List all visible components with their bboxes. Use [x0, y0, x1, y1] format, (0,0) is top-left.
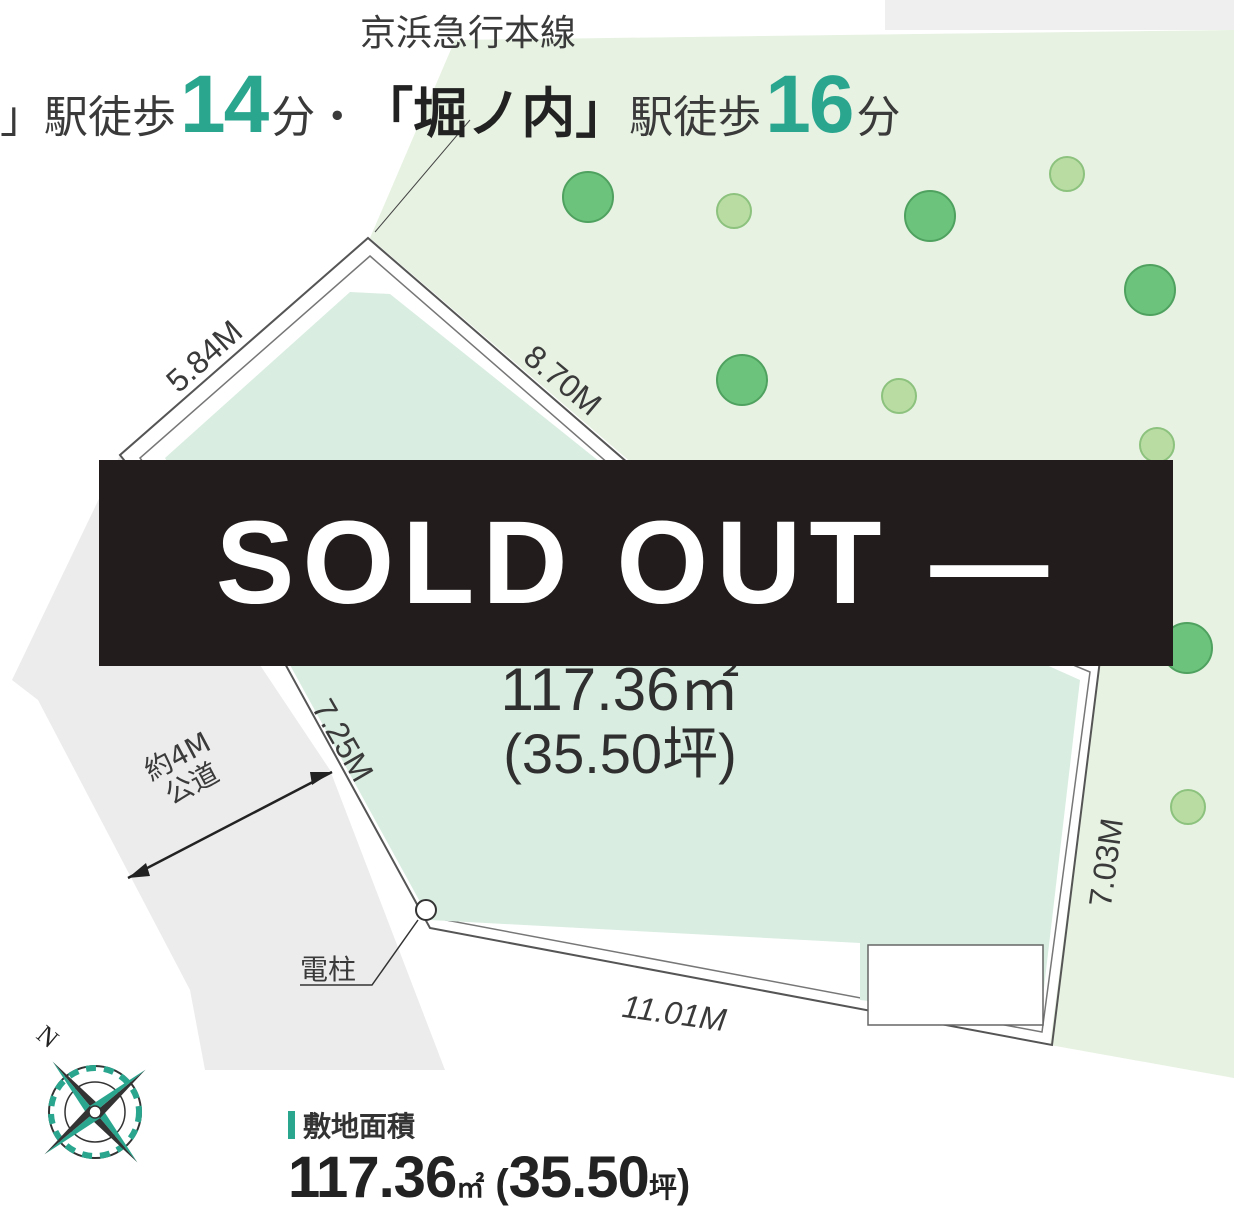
- header-divider: [374, 119, 471, 233]
- neighbor-green-area: [370, 30, 1234, 1078]
- site-area-title: 敷地面積: [288, 1105, 415, 1145]
- tree-icon: [716, 354, 768, 406]
- road-width-arrow: [127, 770, 333, 880]
- lot-area-tsubo: (35.50坪): [503, 722, 737, 785]
- tree-icon: [1124, 264, 1176, 316]
- access-1-prefix: 」駅徒歩: [0, 92, 176, 143]
- site-area-value: 117.36 ㎡ ( 35.50 坪 ): [288, 1144, 690, 1211]
- sold-out-text: SOLD OUT —: [215, 497, 1057, 629]
- road-arrow-head-right: [310, 772, 332, 785]
- station-access: 」駅徒歩 14 分 ・ 「堀ノ内」 駅徒歩 16 分: [0, 58, 901, 150]
- road-arrow-head-left: [128, 863, 150, 878]
- utility-pole-leader: [300, 919, 419, 986]
- site-area-sqm-unit: ㎡: [456, 1172, 485, 1203]
- accent-bar: [288, 1111, 295, 1139]
- site-area-open-paren: (: [484, 1162, 509, 1206]
- tree-icon: [562, 171, 614, 223]
- utility-pole-icon: [415, 899, 437, 921]
- railway-line-name: 京浜急行本線: [360, 13, 577, 54]
- lot-area-sqm: 117.36㎡: [500, 656, 740, 723]
- lot-step-area: [867, 944, 1044, 1026]
- site-area-sqm: 117.36: [288, 1145, 457, 1210]
- sold-out-banner: SOLD OUT —: [99, 460, 1173, 666]
- access-separator: ・: [315, 92, 360, 143]
- station-name: 「堀ノ内」: [359, 82, 630, 145]
- access-2-unit: 分: [856, 92, 901, 143]
- neighbor-top-strip: [885, 0, 1234, 30]
- access-1-minutes: 14: [180, 59, 269, 150]
- compass-rose: [44, 1061, 146, 1163]
- tree-icon: [1170, 789, 1206, 825]
- site-area-close-paren: ): [676, 1162, 691, 1206]
- tree-icon: [716, 193, 752, 229]
- tree-icon: [1139, 427, 1175, 463]
- tree-icon: [904, 190, 956, 242]
- site-area-tsubo: 35.50: [508, 1145, 650, 1210]
- site-area-tsubo-unit: 坪: [648, 1172, 677, 1203]
- access-2-suffix: 駅徒歩: [629, 92, 762, 143]
- utility-pole-label: 電柱: [300, 953, 357, 986]
- site-area-title-text: 敷地面積: [303, 1110, 416, 1143]
- access-1-unit: 分: [271, 92, 316, 143]
- tree-icon: [1049, 156, 1085, 192]
- trees: [562, 156, 1213, 825]
- tree-icon: [881, 378, 917, 414]
- access-2-minutes: 16: [765, 59, 854, 150]
- lot-area-label: 117.36㎡ (35.50坪): [440, 660, 800, 782]
